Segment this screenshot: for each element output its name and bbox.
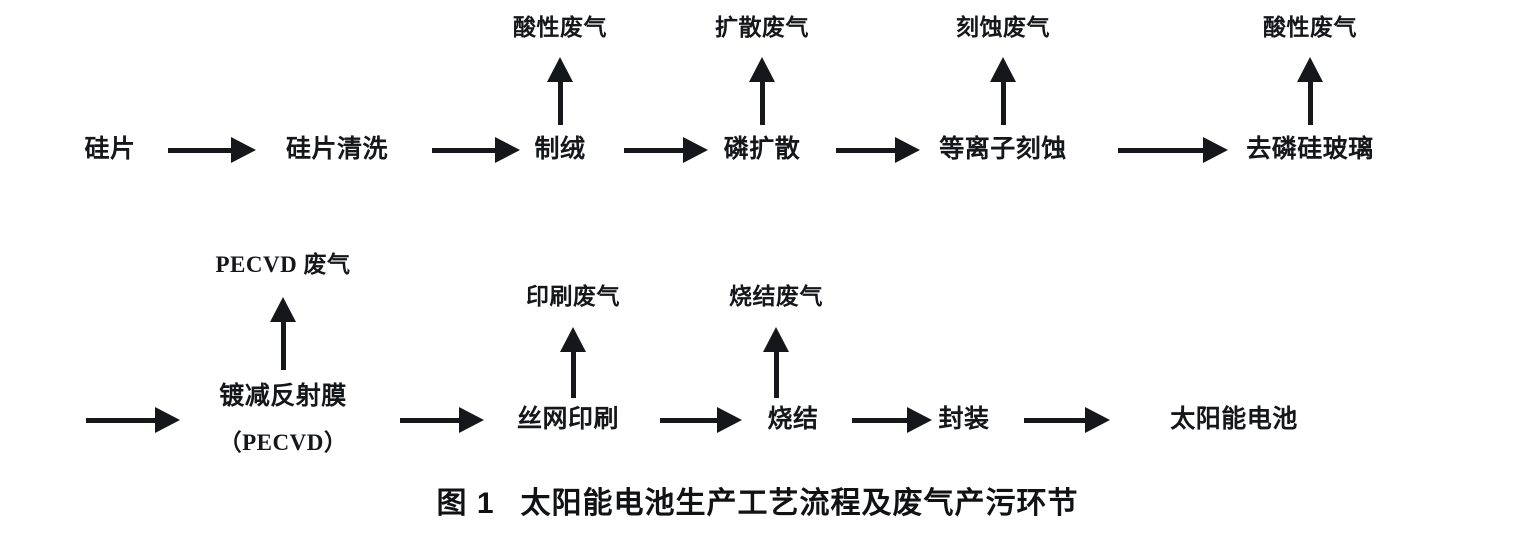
process-step-solar-cell-output: 太阳能电池 [1170, 405, 1298, 433]
process-step-antireflective-coating-sublabel: （PECVD） [218, 429, 348, 455]
arrow-head-right-icon [895, 137, 920, 163]
arrow-shaft [773, 349, 779, 398]
process-step-psg-removal: 去磷硅玻璃 [1246, 135, 1374, 163]
process-step-texturing: 制绒 [534, 135, 586, 163]
process-step-sintering: 烧结 [767, 405, 819, 433]
arrow-head-up-icon [547, 57, 573, 82]
arrow-shaft [660, 417, 720, 423]
process-step-phosphorus-diffusion: 磷扩散 [723, 135, 801, 163]
process-step-screen-printing: 丝网印刷 [516, 405, 620, 433]
arrow-head-right-icon [717, 407, 742, 433]
arrow-head-right-icon [231, 137, 256, 163]
arrow-shaft [557, 79, 563, 125]
arrow-shaft [570, 349, 576, 398]
arrow-shaft [400, 417, 462, 423]
arrow-shaft [168, 147, 234, 153]
emission-diffusion-waste-gas-arrow [749, 57, 775, 125]
arrow-head-up-icon [270, 297, 296, 322]
flow-arrow-continue-from-row1 [86, 407, 180, 433]
arrow-head-up-icon [990, 57, 1016, 82]
emission-acid-waste-gas-1-arrow [547, 57, 573, 125]
arrow-shaft [1024, 417, 1088, 423]
emission-label-acid-waste-gas-2: 酸性废气 [1263, 14, 1357, 40]
flow-arrow-encaps-to-solarcell [1024, 407, 1110, 433]
flow-arrow-sintering-to-encaps [852, 407, 932, 433]
emission-label-sintering-waste-gas: 烧结废气 [729, 283, 823, 309]
emission-acid-waste-gas-2-arrow [1297, 57, 1323, 125]
process-step-encapsulation: 封装 [938, 405, 990, 433]
emission-label-etching-waste-gas: 刻蚀废气 [956, 14, 1050, 40]
flow-arrow-diffusion-to-etching [836, 137, 920, 163]
arrow-shaft [1000, 79, 1006, 125]
arrow-shaft [759, 79, 765, 125]
arrow-shaft [86, 417, 158, 423]
arrow-shaft [1118, 147, 1206, 153]
figure-caption: 图 1 太阳能电池生产工艺流程及废气产污环节 [0, 478, 1515, 522]
arrow-head-right-icon [1085, 407, 1110, 433]
process-step-antireflective-coating: 镀减反射膜 [219, 382, 347, 410]
figure-caption-title: 太阳能电池生产工艺流程及废气产污环节 [520, 487, 1079, 520]
flow-arrow-etching-to-psg [1118, 137, 1228, 163]
arrow-shaft [432, 147, 498, 153]
flow-arrow-printing-to-sintering [660, 407, 742, 433]
emission-sintering-waste-gas-arrow [763, 327, 789, 398]
flow-arrow-cleaning-to-texture [432, 137, 520, 163]
emission-printing-waste-gas-arrow [560, 327, 586, 398]
arrow-shaft [280, 319, 286, 370]
process-step-plasma-etching: 等离子刻蚀 [939, 135, 1067, 163]
emission-pecvd-waste-gas-arrow [270, 297, 296, 370]
emission-label-acid-waste-gas-1: 酸性废气 [513, 14, 607, 40]
arrow-head-right-icon [683, 137, 708, 163]
figure-caption-number: 图 1 [436, 487, 495, 520]
arrow-shaft [624, 147, 686, 153]
emission-label-diffusion-waste-gas: 扩散废气 [715, 14, 809, 40]
arrow-head-right-icon [495, 137, 520, 163]
arrow-head-up-icon [749, 57, 775, 82]
arrow-head-up-icon [763, 327, 789, 352]
arrow-head-right-icon [155, 407, 180, 433]
arrow-head-up-icon [1297, 57, 1323, 82]
flow-arrow-pecvd-to-printing [400, 407, 484, 433]
process-step-silicon-wafer: 硅片 [84, 135, 136, 163]
emission-label-printing-waste-gas: 印刷废气 [526, 283, 620, 309]
arrow-head-right-icon [1203, 137, 1228, 163]
arrow-head-right-icon [907, 407, 932, 433]
emission-etching-waste-gas-arrow [990, 57, 1016, 125]
arrow-head-up-icon [560, 327, 586, 352]
arrow-shaft [852, 417, 910, 423]
arrow-shaft [836, 147, 898, 153]
arrow-head-right-icon [459, 407, 484, 433]
arrow-shaft [1307, 79, 1313, 125]
flow-arrow-texture-to-diffusion [624, 137, 708, 163]
emission-label-pecvd-waste-gas: PECVD 废气 [215, 251, 351, 277]
flow-arrow-wafer-to-cleaning [168, 137, 256, 163]
process-step-wafer-cleaning: 硅片清洗 [285, 135, 389, 163]
